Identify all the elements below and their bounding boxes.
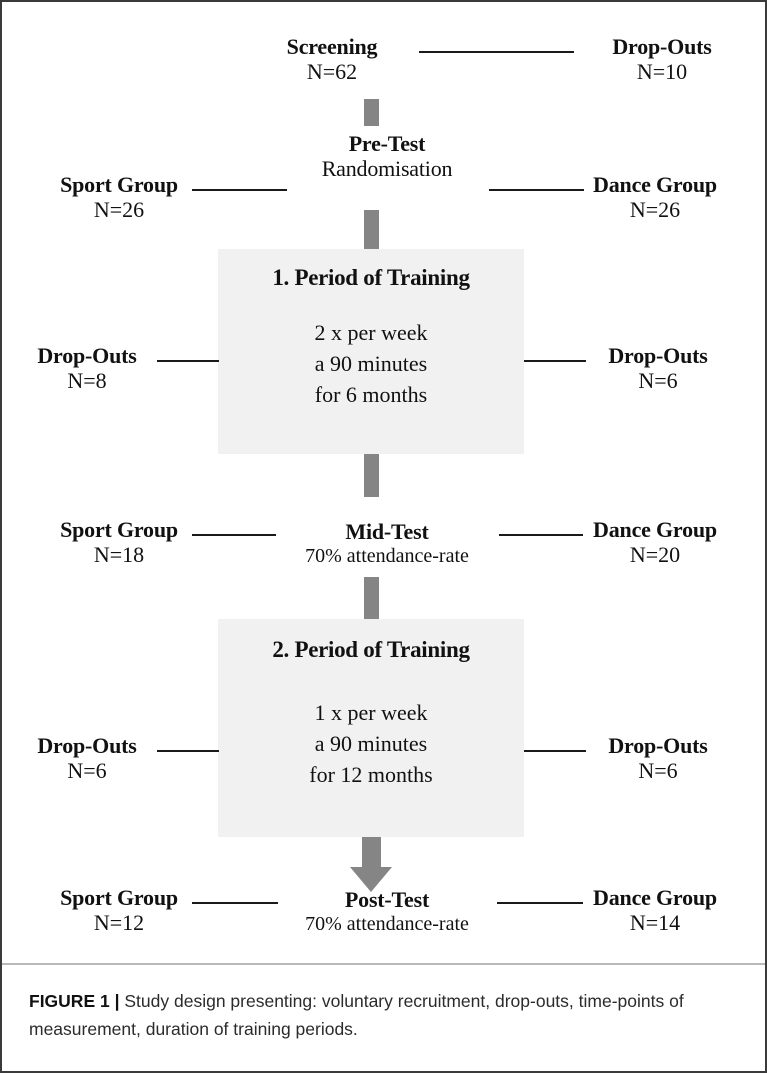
pretest-dance-label: Dance Group (593, 172, 717, 197)
connector-screening-to-dropouts (419, 51, 574, 53)
period2-dropouts-right-count: N=6 (638, 757, 678, 783)
node-posttest: Post-Test 70% attendance-rate (272, 887, 502, 935)
figure-caption-bar: FIGURE 1 | Study design presenting: volu… (2, 963, 765, 1071)
connector-pretest-to-period1 (364, 210, 379, 252)
screening-label: Screening (286, 34, 378, 59)
pretest-sport-label: Sport Group (60, 172, 178, 197)
connector-posttest-to-sport (192, 902, 278, 904)
period2-title: 2. Period of Training (272, 637, 470, 662)
pretest-sublabel: Randomisation (321, 155, 453, 181)
node-pretest-sport-group: Sport Group N=26 (24, 172, 214, 222)
node-period2-dropouts-left: Drop-Outs N=6 (7, 733, 167, 783)
connector-posttest-to-dance (497, 902, 583, 904)
pretest-sport-count: N=26 (93, 196, 145, 222)
connector-randomisation-to-dance (489, 189, 584, 191)
connector-period1-to-dropouts-left (157, 360, 219, 362)
figure-number: FIGURE 1 (29, 991, 110, 1011)
connector-period1-to-midtest (364, 454, 379, 497)
connector-randomisation-to-sport (192, 189, 287, 191)
connector-screening-to-pretest (364, 99, 379, 126)
period1-title: 1. Period of Training (272, 265, 470, 290)
period1-line-2: a 90 minutes (314, 351, 428, 377)
period2-dropouts-left-count: N=6 (67, 757, 107, 783)
posttest-sport-count: N=12 (93, 909, 145, 935)
pretest-dance-count: N=26 (629, 196, 681, 222)
midtest-sport-count: N=18 (93, 541, 145, 567)
period2-dropouts-left-label: Drop-Outs (37, 733, 137, 758)
period1-dropouts-right-label: Drop-Outs (608, 343, 708, 368)
pretest-label: Pre-Test (348, 131, 426, 156)
period1-details: 2 x per week a 90 minutes for 6 months (218, 317, 524, 411)
node-period2-dropouts-right: Drop-Outs N=6 (578, 733, 738, 783)
arrow-head-period2-to-posttest (350, 867, 392, 892)
period2-line-3: for 12 months (309, 762, 433, 788)
period2-line-2: a 90 minutes (314, 731, 428, 757)
node-midtest-sport-group: Sport Group N=18 (24, 517, 214, 567)
connector-period2-to-dropouts-left (157, 750, 219, 752)
period2-details: 1 x per week a 90 minutes for 12 months (218, 697, 524, 791)
node-midtest: Mid-Test 70% attendance-rate (272, 519, 502, 567)
connector-midtest-to-sport (192, 534, 276, 536)
figure-caption: FIGURE 1 | Study design presenting: volu… (29, 987, 725, 1044)
screening-count: N=62 (306, 58, 358, 84)
node-posttest-sport-group: Sport Group N=12 (24, 885, 214, 935)
node-period1-dropouts-right: Drop-Outs N=6 (578, 343, 738, 393)
period1-line-1: 2 x per week (314, 320, 428, 345)
screening-dropouts-label: Drop-Outs (612, 34, 712, 59)
arrow-shaft-period2-to-posttest (362, 837, 381, 869)
figure-caption-separator: | (114, 991, 120, 1011)
period1-dropouts-left-label: Drop-Outs (37, 343, 137, 368)
connector-period2-to-dropouts-right (524, 750, 586, 752)
midtest-dance-count: N=20 (629, 541, 681, 567)
period1-dropouts-left-count: N=8 (67, 367, 107, 393)
period1-dropouts-right-count: N=6 (638, 367, 678, 393)
posttest-dance-label: Dance Group (593, 885, 717, 910)
midtest-label: Mid-Test (345, 519, 429, 544)
node-midtest-dance-group: Dance Group N=20 (560, 517, 750, 567)
node-screening: Screening N=62 (252, 34, 412, 84)
midtest-dance-label: Dance Group (593, 517, 717, 542)
connector-midtest-to-dance (499, 534, 583, 536)
midtest-sublabel: 70% attendance-rate (305, 544, 469, 567)
posttest-label: Post-Test (344, 887, 430, 912)
node-pretest: Pre-Test Randomisation (292, 131, 482, 181)
node-pretest-dance-group: Dance Group N=26 (560, 172, 750, 222)
screening-dropouts-count: N=10 (636, 58, 688, 84)
posttest-dance-count: N=14 (629, 909, 681, 935)
node-screening-dropouts: Drop-Outs N=10 (572, 34, 752, 84)
connector-midtest-to-period2 (364, 577, 379, 620)
node-posttest-dance-group: Dance Group N=14 (560, 885, 750, 935)
period2-dropouts-right-label: Drop-Outs (608, 733, 708, 758)
period1-line-3: for 6 months (314, 382, 428, 408)
figure-caption-body: Study design presenting: voluntary recru… (29, 991, 684, 1040)
node-period1-dropouts-left: Drop-Outs N=8 (7, 343, 167, 393)
midtest-sport-label: Sport Group (60, 517, 178, 542)
box-period-2: 2. Period of Training 1 x per week a 90 … (218, 619, 524, 837)
period2-line-1: 1 x per week (314, 700, 428, 725)
posttest-sport-label: Sport Group (60, 885, 178, 910)
box-period-1: 1. Period of Training 2 x per week a 90 … (218, 249, 524, 454)
connector-period1-to-dropouts-right (524, 360, 586, 362)
posttest-sublabel: 70% attendance-rate (305, 912, 469, 935)
